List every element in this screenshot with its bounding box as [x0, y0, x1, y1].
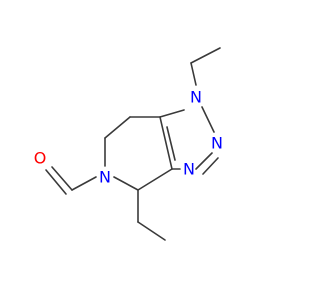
atom-n2: N	[211, 134, 223, 153]
bond-ch2-ch3-n1	[190, 47, 221, 64]
atom-labels: N N N N O	[34, 88, 223, 187]
bond-n1-n2	[201, 106, 215, 133]
bond-c7a-n1	[159, 109, 185, 118]
bond-n5-cho	[71, 176, 97, 191]
bond-n1-ch2	[190, 62, 197, 86]
bond-c7a-c3a	[159, 116, 173, 170]
atom-n5: N	[99, 168, 111, 187]
bond-ch2-ch3-c4	[137, 221, 166, 241]
atom-n1: N	[190, 88, 202, 107]
bond-c6-c7	[104, 116, 131, 139]
atom-n3: N	[183, 160, 195, 179]
structure-svg: N N N N O	[34, 47, 223, 241]
bond-n2-n3-double	[202, 157, 219, 175]
bond-c3a-c4	[137, 168, 173, 191]
bond-c7a-c3a-inner	[166, 126, 176, 161]
bond-co	[51, 166, 73, 191]
molecule-diagram: N N N N O	[34, 47, 223, 241]
bonds	[45, 47, 221, 241]
bond-n2-n3	[195, 152, 213, 170]
bond-c4-n5	[113, 176, 139, 191]
atom-o: O	[34, 149, 47, 168]
bond-co-double	[45, 169, 67, 195]
